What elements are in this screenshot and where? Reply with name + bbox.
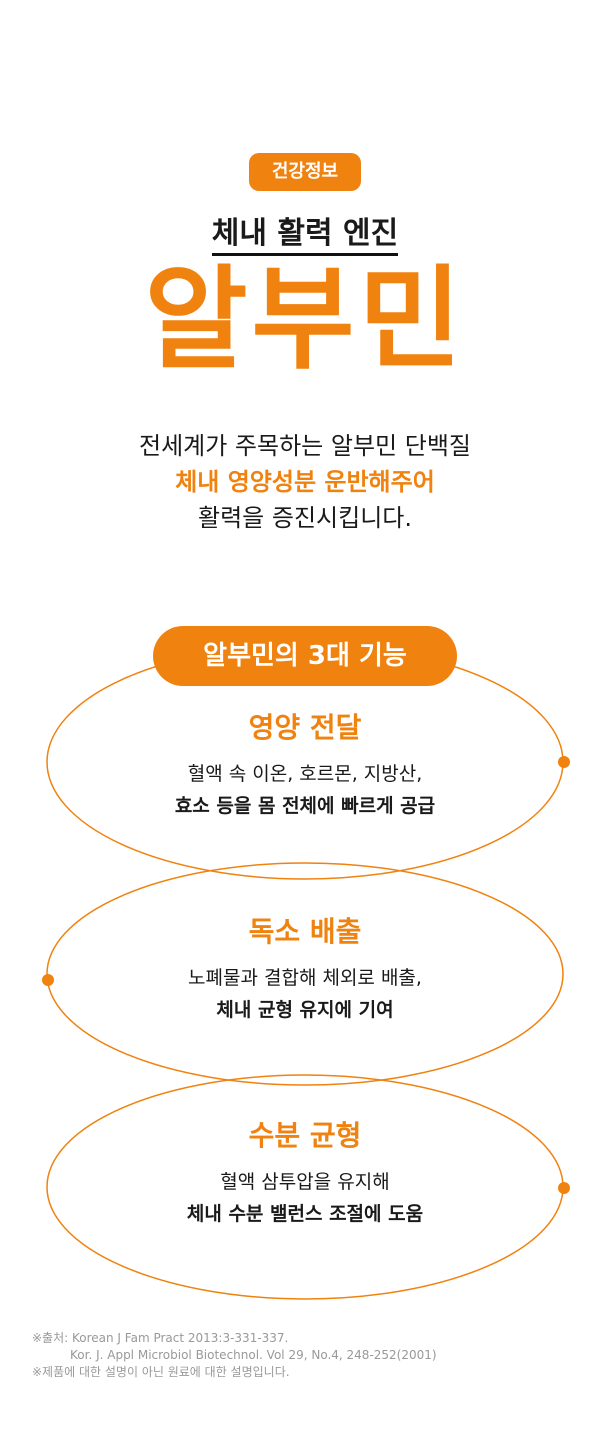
intro-line: 전세계가 주목하는 알부민 단백질 xyxy=(138,432,471,460)
feature-desc: 혈액 삼투압을 유지해 xyxy=(220,1171,390,1193)
dot-3 xyxy=(558,1182,570,1194)
subtitle: 체내 활력 엔진 xyxy=(0,208,610,256)
dot-2 xyxy=(42,974,54,986)
section-title: 알부민의 3대 기능 xyxy=(153,626,457,686)
feature-title: 영양 전달 xyxy=(248,711,362,744)
feature-desc-bold: 체내 균형 유지에 기여 xyxy=(216,999,394,1021)
note-line: ※제품에 대한 설명이 아닌 원료에 대한 설명입니다. xyxy=(32,1365,290,1379)
feature-nutrient-delivery: 영양 전달 혈액 속 이온, 호르몬, 지방산, 효소 등을 몸 전체에 빠르게 … xyxy=(0,706,610,822)
feature-desc-bold: 효소 등을 몸 전체에 빠르게 공급 xyxy=(174,795,436,817)
source-notes: ※출처: Korean J Fam Pract 2013:3-331-337. … xyxy=(32,1330,437,1381)
feature-title: 수분 균형 xyxy=(248,1119,362,1152)
feature-desc: 노폐물과 결합해 체외로 배출, xyxy=(188,967,422,989)
ellipse-2 xyxy=(46,862,564,1086)
feature-title: 독소 배출 xyxy=(248,915,362,948)
subtitle-text: 체내 활력 엔진 xyxy=(211,216,399,256)
intro-text: 전세계가 주목하는 알부민 단백질 체내 영양성분 운반해주어 활력을 증진시킵… xyxy=(0,428,610,536)
intro-line: 활력을 증진시킵니다. xyxy=(198,504,412,532)
main-title: 알부민 xyxy=(144,255,466,385)
feature-desc: 혈액 속 이온, 호르몬, 지방산, xyxy=(187,763,423,785)
note-line: ※출처: Korean J Fam Pract 2013:3-331-337. xyxy=(32,1331,289,1345)
note-line: Kor. J. Appl Microbiol Biotechnol. Vol 2… xyxy=(70,1348,437,1362)
category-badge: 건강정보 xyxy=(249,153,361,191)
feature-desc-bold: 체내 수분 밸런스 조절에 도움 xyxy=(186,1203,424,1225)
dot-1 xyxy=(558,756,570,768)
intro-highlight: 체내 영양성분 운반해주어 xyxy=(175,468,435,496)
feature-detox: 독소 배출 노폐물과 결합해 체외로 배출, 체내 균형 유지에 기여 xyxy=(0,910,610,1026)
